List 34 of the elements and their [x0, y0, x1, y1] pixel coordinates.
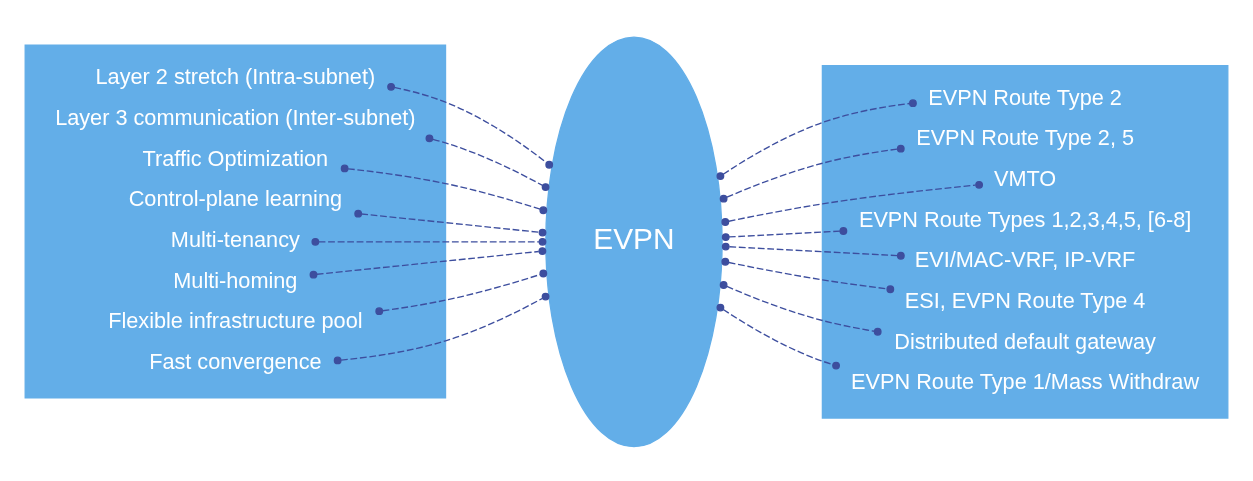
node-text: EVPN Route Type 2, 5	[916, 125, 1134, 151]
connector	[719, 144, 905, 203]
connector	[354, 209, 547, 237]
node-text: Multi-homing	[173, 267, 298, 293]
connector	[721, 180, 984, 226]
connector	[309, 247, 547, 279]
node-text: Traffic Optimization	[142, 145, 329, 171]
node-text: EVPN Route Types 1,2,3,4,5, [6-8]	[858, 206, 1192, 232]
node-text: EVPN Route Type 1/Mass Withdraw	[851, 369, 1200, 395]
connector	[719, 281, 882, 336]
connector	[721, 227, 848, 242]
node-text: Layer 3 communication (Inter-subnet)	[55, 104, 416, 130]
connector	[387, 82, 554, 169]
node-text: Multi-tenancy	[170, 227, 300, 253]
connector	[716, 303, 840, 370]
connector	[375, 269, 548, 316]
node-text: Control-plane learning	[128, 186, 343, 212]
node-text: VMTO	[993, 166, 1057, 191]
cluster	[821, 64, 1229, 419]
cluster	[24, 44, 447, 399]
connector	[721, 257, 895, 294]
connector	[721, 242, 905, 260]
connector	[340, 164, 548, 215]
connector	[311, 237, 547, 246]
node-text: ESI, EVPN Route Type 4	[904, 288, 1146, 314]
node-text: EVI/MAC-VRF, IP-VRF	[914, 247, 1136, 273]
node-text: EVPN Route Type 2	[928, 84, 1122, 110]
node-text: Flexible infrastructure pool	[108, 308, 363, 334]
connector	[425, 134, 550, 192]
connector	[716, 99, 917, 181]
node-text: Fast convergence	[149, 349, 322, 375]
node-text: Distributed default gateway	[894, 328, 1156, 354]
connector	[333, 292, 550, 365]
node-text: Layer 2 stretch (Intra-subnet)	[95, 64, 376, 90]
